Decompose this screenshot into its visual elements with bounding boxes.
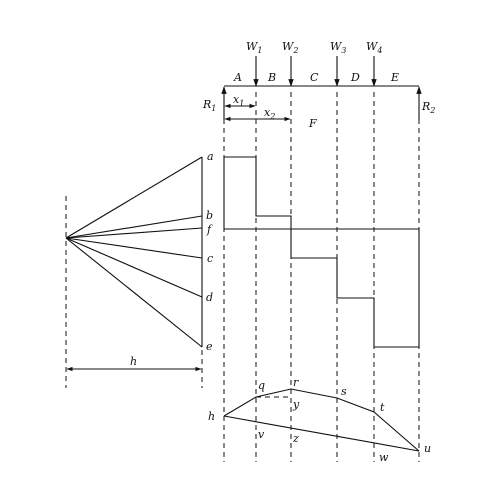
ray-d: [65, 237, 203, 298]
label-x2: x2: [264, 106, 275, 121]
ray-b: [65, 215, 203, 239]
point-label-c: c: [207, 252, 213, 265]
label-h: h: [130, 355, 137, 368]
point-label-y: y: [292, 398, 300, 411]
funicular-polygon: [223, 388, 420, 452]
label-w1: W1: [246, 40, 262, 55]
space-label-d: D: [350, 71, 360, 84]
ray-a: [65, 156, 203, 239]
point-label-b: b: [206, 209, 213, 222]
space-label-e: E: [390, 71, 399, 84]
point-label-s: s: [341, 385, 347, 398]
shear-diagram: [223, 156, 420, 348]
label-r1: R1: [202, 98, 216, 113]
space-label-c: C: [310, 71, 319, 84]
point-label-t: t: [380, 401, 385, 414]
point-label-e: e: [206, 340, 213, 353]
label-w4: W4: [366, 40, 382, 55]
point-label-f: f: [206, 223, 213, 236]
point-label-h: h: [208, 410, 215, 423]
label-x1: x1: [233, 93, 244, 108]
space-label-b: B: [267, 71, 276, 84]
point-label-d: d: [206, 291, 213, 304]
label-r2: R2: [421, 100, 435, 115]
space-label-a: A: [233, 71, 242, 84]
point-label-w: w: [379, 451, 389, 464]
label-w2: W2: [282, 40, 298, 55]
point-label-r: r: [293, 376, 299, 389]
point-label-u: u: [424, 442, 431, 455]
label-f: F: [308, 117, 317, 130]
point-label-v: v: [258, 428, 265, 441]
point-label-a: a: [207, 150, 214, 163]
label-w3: W3: [330, 40, 346, 55]
point-label-q: q: [258, 379, 265, 392]
point-label-z: z: [292, 432, 299, 445]
ray-f: [65, 227, 203, 239]
ray-e: [65, 237, 203, 348]
closing-line: [223, 415, 420, 452]
ray-c: [65, 237, 203, 259]
